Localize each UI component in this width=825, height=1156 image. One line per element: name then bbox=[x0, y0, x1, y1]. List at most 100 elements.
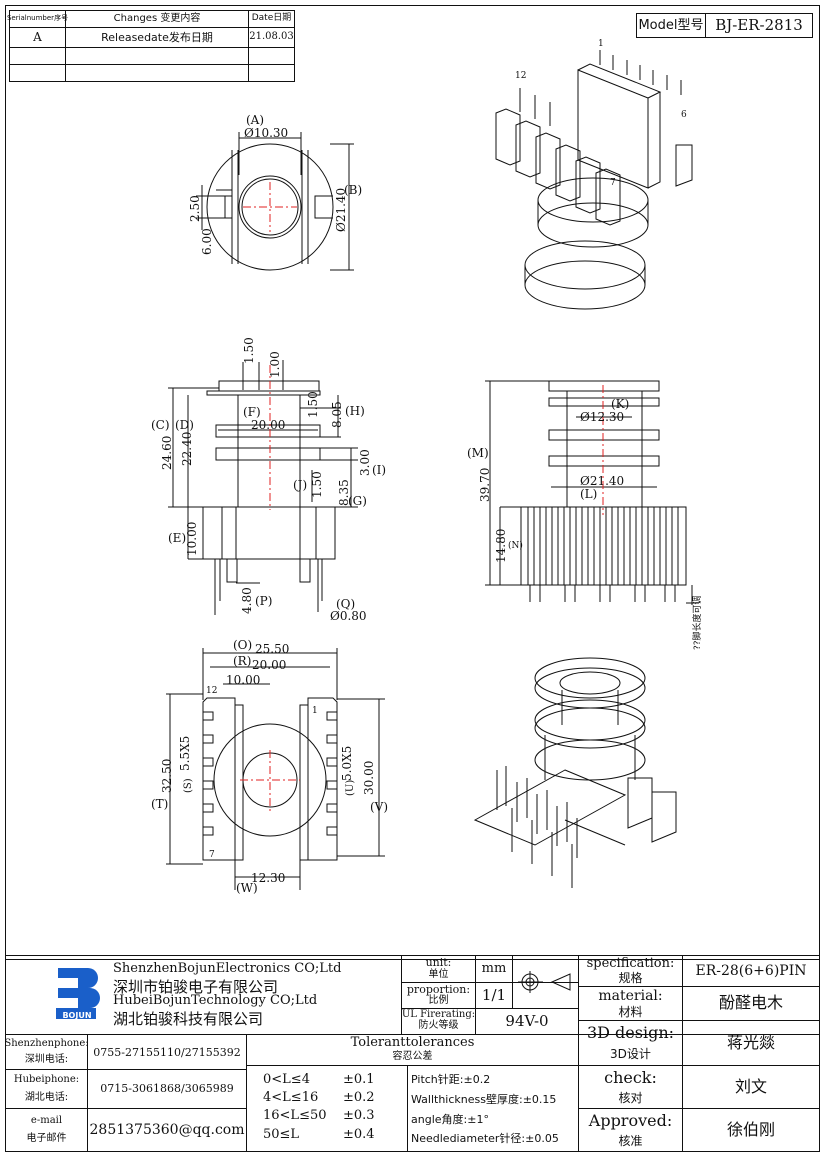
tol-note-needle: Needlediameter针径:±0.05 bbox=[411, 1132, 559, 1145]
revision-table-lines bbox=[9, 10, 295, 82]
tol-range-3: 16<L≤50 bbox=[263, 1108, 327, 1123]
dim-p-label: (P) bbox=[255, 594, 273, 608]
dim-u-label: (U) bbox=[345, 779, 356, 796]
tol-range-1: 0<L≤4 bbox=[263, 1072, 310, 1087]
dim-w-value: 12.30 bbox=[251, 871, 286, 885]
iso-pin1: 1 bbox=[598, 39, 604, 49]
mail-label: e-mail bbox=[30, 1114, 63, 1126]
spec-label-cn: 规格 bbox=[618, 971, 643, 986]
dim-r-value: 20.00 bbox=[252, 658, 287, 672]
proportion-value: 1/1 bbox=[481, 985, 507, 1004]
title-block-lines bbox=[5, 955, 820, 1152]
company-line4: 湖北铂骏科技有限公司 bbox=[113, 1010, 264, 1028]
check-label: check: bbox=[604, 1067, 657, 1087]
rev-row-changes: Releasedate发布日期 bbox=[101, 30, 213, 44]
dim-side-1480: 14.80 bbox=[494, 528, 508, 563]
sz-phone-label-cn: 深圳电话: bbox=[24, 1054, 69, 1066]
tol-note-pitch: Pitch针距:±0.2 bbox=[411, 1073, 491, 1086]
dim-m-label: (M) bbox=[467, 446, 489, 460]
tol-value-4: ±0.4 bbox=[343, 1127, 375, 1142]
sz-phone-label: Shenzhenphone: bbox=[4, 1038, 89, 1050]
iso-pin12: 12 bbox=[515, 71, 527, 81]
dim-front-150b: 1.50 bbox=[306, 391, 320, 418]
bottom-pin7: 7 bbox=[209, 850, 215, 860]
dim-s-value: 5.5X5 bbox=[178, 735, 192, 771]
approved-label-cn: 核准 bbox=[618, 1134, 643, 1149]
spec-value: ER-28(6+6)PIN bbox=[695, 962, 807, 979]
proportion-label: proportion: bbox=[406, 982, 471, 996]
dim-n-label: (N) bbox=[508, 541, 523, 551]
dim-d-label: (D) bbox=[175, 418, 194, 432]
hb-phone-label-cn: 湖北电话: bbox=[24, 1091, 69, 1103]
dim-i-label: (I) bbox=[372, 463, 387, 477]
dim-b-label: (B) bbox=[344, 183, 363, 197]
iso-top-lines bbox=[495, 50, 693, 310]
dim-o-value: 25.50 bbox=[255, 642, 290, 656]
material-value: 酚醛电木 bbox=[718, 993, 783, 1013]
design-value: 蒋光燚 bbox=[726, 1032, 775, 1052]
tol-value-3: ±0.3 bbox=[343, 1108, 375, 1123]
company-line2: 深圳市铂骏电子有限公司 bbox=[113, 978, 279, 996]
dim-a-value: Ø10.30 bbox=[244, 126, 289, 140]
dim-l-value: Ø21.40 bbox=[580, 474, 625, 488]
company-logo bbox=[56, 968, 100, 1019]
iso-pin7: 7 bbox=[610, 178, 616, 188]
sz-phone-value: 0755-27155110/27155392 bbox=[93, 1045, 241, 1059]
dim-s-label: (S) bbox=[183, 778, 194, 793]
mail-label-cn: 电子邮件 bbox=[26, 1132, 67, 1144]
top-view-lines bbox=[196, 132, 354, 271]
dim-v-label: (V) bbox=[370, 800, 389, 814]
material-label: material: bbox=[598, 987, 663, 1004]
ul-value: 94V-0 bbox=[505, 1011, 549, 1030]
unit-label-cn: 单位 bbox=[428, 969, 449, 981]
dim-k-label: (K) bbox=[611, 397, 630, 411]
unit-value: mm bbox=[481, 961, 507, 977]
material-label-cn: 材料 bbox=[618, 1004, 643, 1019]
design-label: 3D design: bbox=[586, 1022, 675, 1042]
approved-value: 徐伯刚 bbox=[726, 1119, 775, 1139]
dim-d-value: 22.40 bbox=[180, 431, 194, 466]
logo-text: BOJUN bbox=[62, 1011, 92, 1020]
spec-label: specification: bbox=[586, 956, 675, 972]
dim-c-value: 24.60 bbox=[160, 435, 174, 470]
dim-h-label: (H) bbox=[345, 404, 365, 418]
dim-l-label: (L) bbox=[580, 487, 598, 501]
dim-w-label: (W) bbox=[236, 881, 258, 895]
dim-v-value: 30.00 bbox=[362, 760, 376, 795]
iso-bottom-lines bbox=[473, 657, 677, 888]
tol-value-1: ±0.1 bbox=[343, 1072, 375, 1087]
model-box bbox=[636, 13, 813, 38]
model-value: BJ-ER-2813 bbox=[715, 15, 803, 34]
dim-k-value: Ø12.30 bbox=[580, 410, 625, 424]
dim-front-width: 20.00 bbox=[251, 418, 286, 432]
check-value: 刘文 bbox=[734, 1076, 767, 1096]
check-label-cn: 核对 bbox=[618, 1091, 643, 1106]
dim-b-value: Ø21.40 bbox=[334, 187, 348, 232]
ul-label-cn: 防火等级 bbox=[418, 1020, 459, 1032]
dim-o-label: (O) bbox=[233, 638, 253, 652]
dim-a-label: (A) bbox=[246, 113, 265, 127]
mail-value[interactable]: 2851375360@qq.com bbox=[89, 1121, 245, 1138]
rev-header-date: Date日期 bbox=[251, 13, 292, 24]
dim-m-value: 39.70 bbox=[478, 467, 492, 502]
rev-header-serial: Serialnumber序号 bbox=[6, 14, 69, 23]
bottom-pin1: 1 bbox=[312, 706, 318, 716]
dim-j-label: (J) bbox=[293, 478, 308, 492]
bottom-pin12: 12 bbox=[206, 686, 218, 696]
center-lines bbox=[240, 182, 604, 812]
side-view-lines bbox=[485, 380, 699, 605]
dim-front-100: 1.00 bbox=[268, 351, 282, 378]
tol-range-2: 4<L≤16 bbox=[263, 1090, 319, 1105]
dim-bottom-1000: 10.00 bbox=[226, 673, 261, 687]
company-line3: HubeiBojunTechnology CO;Ltd bbox=[113, 993, 318, 1008]
tolerance-title-cn: 容忍公差 bbox=[392, 1050, 433, 1062]
pin-length-note: ??脚长度可调 bbox=[693, 595, 703, 650]
ul-label: UL Firerating: bbox=[401, 1008, 476, 1020]
dim-t-label: (T) bbox=[151, 797, 169, 811]
dim-t-value: 32.50 bbox=[160, 758, 174, 793]
approved-label: Approved: bbox=[588, 1110, 673, 1130]
hb-phone-value: 0715-3061868/3065989 bbox=[100, 1082, 234, 1096]
proportion-label-cn: 比例 bbox=[428, 995, 449, 1007]
dim-front-805: 8.05 bbox=[330, 401, 344, 428]
